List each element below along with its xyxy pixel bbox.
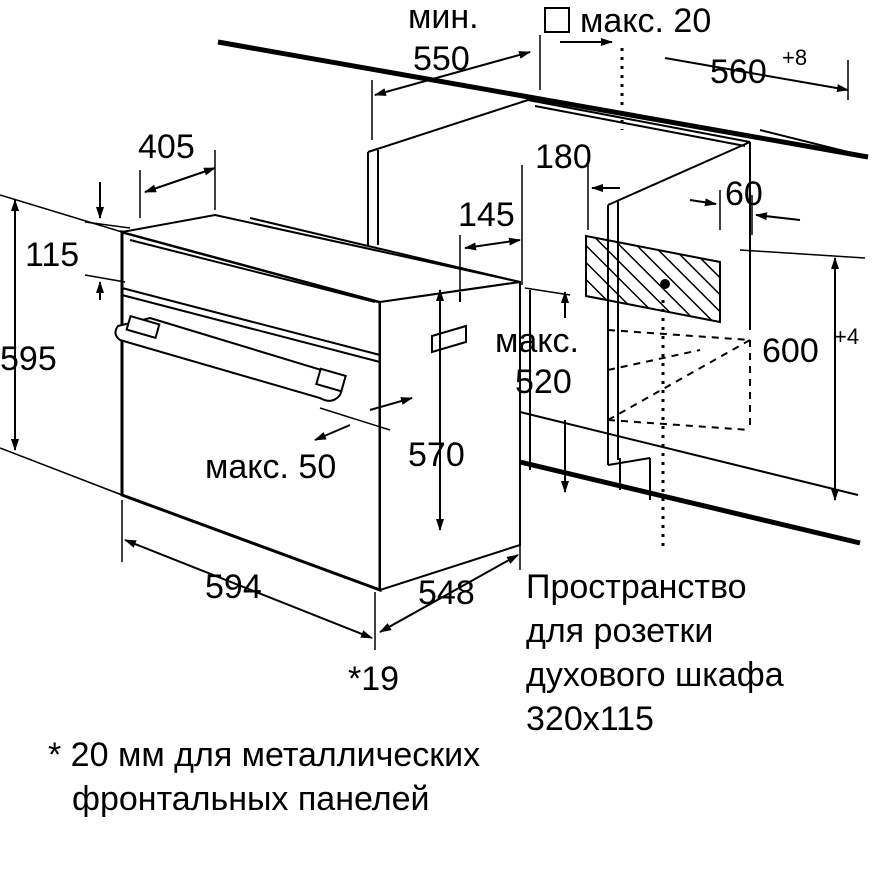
dim-115: 115: [25, 236, 79, 274]
label-min: мин.: [408, 0, 479, 36]
oven-drawing: [114, 213, 521, 593]
socket-note-line-2: для розетки: [526, 612, 713, 650]
dimension-lines: [0, 35, 866, 650]
dim-594: 594: [205, 568, 262, 606]
label-max: макс.: [495, 322, 579, 360]
dim-560: 560: [710, 53, 767, 91]
dim-600-tolerance: +4: [834, 324, 859, 349]
dim-570: 570: [408, 436, 465, 474]
socket-center-marker: [660, 279, 670, 289]
dim-145: 145: [458, 196, 515, 234]
dim-19: *19: [348, 660, 399, 698]
footnote-line-2: фронтальных панелей: [72, 780, 430, 818]
dim-60: 60: [725, 175, 763, 213]
socket-note: Пространство для розетки духового шкафа …: [526, 568, 784, 738]
socket-note-line-1: Пространство: [526, 568, 747, 606]
dim-600: 600: [762, 332, 819, 370]
socket-space-hatch: [585, 234, 721, 324]
dim-520: 520: [515, 363, 572, 401]
footnote-line-1: * 20 мм для металлических: [48, 736, 480, 774]
socket-note-line-4: 320x115: [526, 700, 654, 738]
footnote: * 20 мм для металлических фронтальных па…: [48, 736, 480, 818]
dim-595: 595: [0, 340, 57, 378]
dim-560-tolerance: +8: [782, 45, 807, 70]
square-icon: [544, 7, 570, 33]
dim-180: 180: [535, 138, 592, 176]
dim-550: 550: [413, 40, 470, 78]
socket-note-line-3: духового шкафа: [526, 656, 784, 694]
dim-405: 405: [138, 128, 195, 166]
dim-548: 548: [418, 574, 475, 612]
dim-max-20: макс. 20: [580, 2, 711, 40]
dim-max-50: макс. 50: [205, 448, 336, 486]
